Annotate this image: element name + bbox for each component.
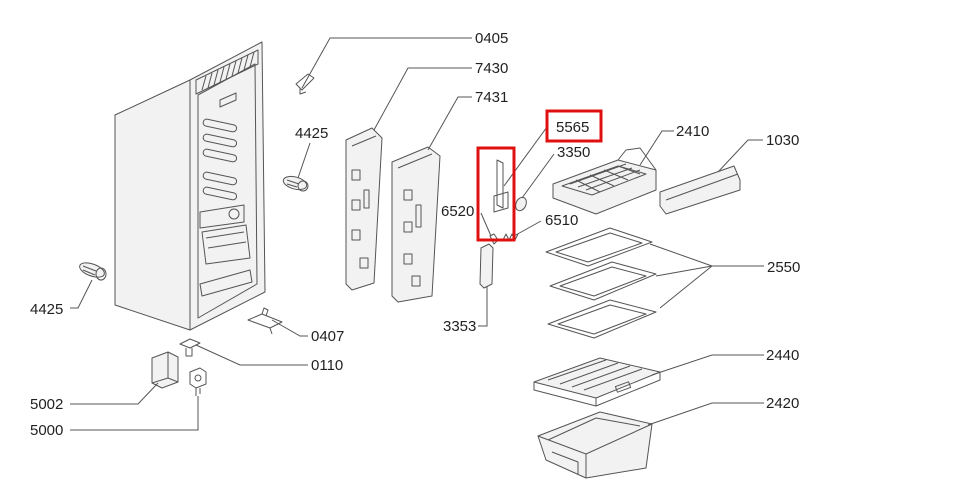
leader-line-5002 (70, 382, 159, 405)
label-5002: 5002 (30, 396, 63, 413)
label-2550: 2550 (767, 259, 800, 276)
leader-line-0110 (195, 344, 308, 366)
part-4425-upper-drawing (282, 175, 309, 192)
leader-line-4425-upper (297, 142, 311, 179)
leader-line-2440 (651, 354, 764, 376)
label-7431: 7431 (475, 89, 508, 106)
part-7431-drawing (391, 146, 441, 303)
part-5000-drawing (189, 367, 207, 396)
part-0405-drawing (295, 73, 315, 95)
label-2440: 2440 (766, 347, 799, 364)
leader-line-6510 (513, 220, 542, 237)
label-7430: 7430 (475, 60, 508, 77)
label-4425-lower: 4425 (30, 301, 63, 318)
part-5002-drawing (151, 351, 179, 389)
leader-line-7430 (373, 67, 472, 131)
label-2420: 2420 (766, 395, 799, 412)
label-3350: 3350 (557, 144, 590, 161)
part-2420-drawing (537, 411, 653, 479)
leader-line-1030 (717, 139, 763, 173)
label-6510: 6510 (545, 212, 578, 229)
leader-lines (70, 37, 764, 431)
leader-line-5565 (503, 126, 548, 187)
part-3350-drawing (515, 196, 527, 212)
label-0110: 0110 (311, 357, 343, 374)
part-1030-drawing (659, 165, 741, 215)
leader-line-0407 (271, 319, 308, 337)
part-7430-drawing (345, 127, 383, 291)
label-1030: 1030 (766, 132, 799, 149)
part-2550-shelf-3-drawing (547, 299, 657, 339)
leader-line-3350 (521, 153, 555, 199)
label-4425-upper: 4425 (295, 125, 328, 142)
part-2440-drawing (533, 357, 661, 407)
part-0407-drawing (247, 307, 283, 335)
leader-line-3353 (478, 286, 488, 327)
fridge-cabinet-drawing (114, 41, 266, 331)
leader-line-2410 (639, 130, 674, 166)
part-2410-drawing (552, 147, 657, 215)
leader-line-7431 (427, 96, 472, 151)
leader-line-0405 (301, 37, 472, 89)
part-0110-drawing (179, 338, 201, 357)
part-4425-lower-drawing (79, 262, 107, 281)
leader-line-2550-shelf-1 (649, 243, 713, 267)
part-5565-drawing (493, 159, 509, 213)
label-0405: 0405 (475, 30, 508, 47)
label-5565: 5565 (556, 119, 589, 136)
part-labels: 0405 7430 7431 4425 5565 3350 2410 1030 … (30, 30, 800, 439)
part-2550-shelf-2-drawing (549, 261, 657, 301)
part-3353-drawing (479, 243, 494, 289)
highlight-box-part-5565 (476, 146, 516, 242)
leader-line-6520 (480, 212, 492, 237)
label-0407: 0407 (311, 328, 344, 345)
part-2550-shelf-1-drawing (545, 227, 653, 267)
leader-line-2420 (647, 402, 764, 426)
label-3353: 3353 (443, 318, 476, 335)
highlight-box-label-5565 (545, 109, 603, 143)
leader-line-5000 (70, 396, 199, 431)
label-5000: 5000 (30, 422, 63, 439)
label-2410: 2410 (676, 123, 709, 140)
leader-line-4425-lower (70, 279, 93, 309)
leader-line-2550-shelf-3 (659, 265, 713, 309)
label-6520: 6520 (441, 203, 474, 220)
leader-line-2550-shelf-2 (655, 265, 713, 277)
